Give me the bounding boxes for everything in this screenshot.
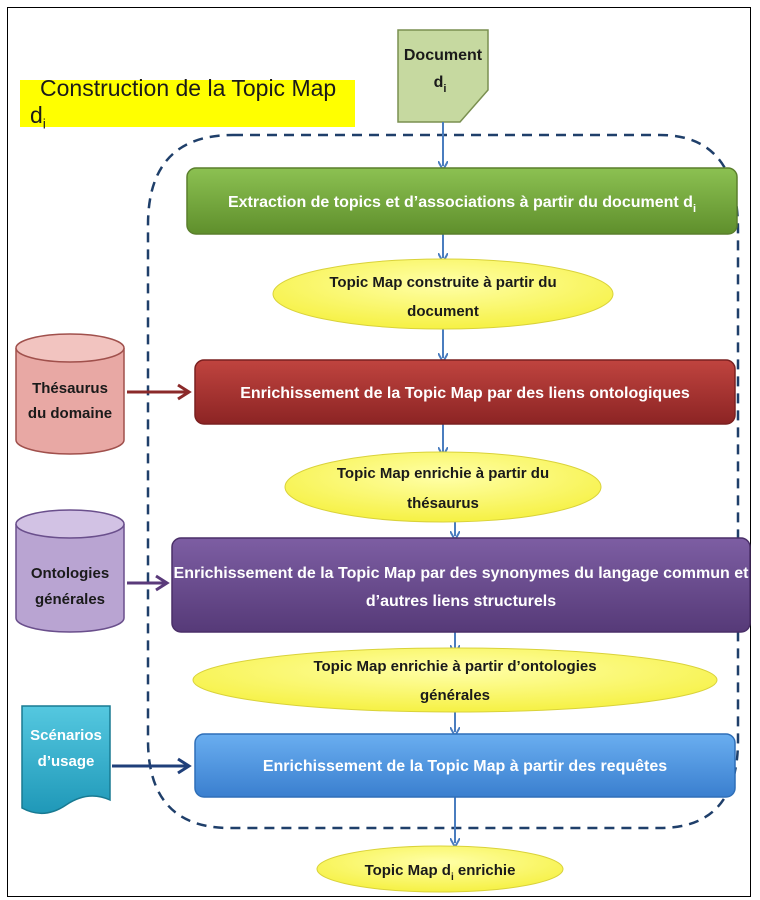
step-synonyms: Enrichissement de la Topic Map par des s… — [171, 537, 751, 633]
svg-text:Extraction de topics et d’asso: Extraction de topics et d’associations à… — [228, 194, 696, 215]
step-ontological-links: Enrichissement de la Topic Map par des l… — [194, 359, 736, 425]
result-ontologies-line1: Topic Map enrichie à partir d’ontologies — [313, 658, 596, 675]
document-label: Document — [404, 47, 483, 64]
result-final: Topic Map di enrichie — [316, 845, 564, 893]
step-synonyms-line1: Enrichissement de la Topic Map par des s… — [174, 565, 750, 582]
source-ontologies: Ontologies générales — [15, 509, 125, 633]
svg-text:Topic Map di enrichie: Topic Map di enrichie — [365, 862, 516, 883]
source-thesaurus-line2: du domaine — [28, 405, 112, 422]
source-ontologies-line1: Ontologies — [31, 565, 109, 582]
document-node: Document di — [397, 29, 489, 123]
figure-frame — [7, 7, 751, 897]
step-extraction: Extraction de topics et d’associations à… — [186, 167, 738, 235]
result-thesaurus-line2: thésaurus — [407, 495, 479, 512]
result-final-text: Topic Map d — [365, 862, 451, 879]
title-text: Construction de la Topic Map d — [30, 75, 337, 129]
result-final-text-b: enrichie — [454, 862, 516, 879]
document-sub: i — [443, 83, 446, 95]
result-thesaurus-line1: Topic Map enrichie à partir du — [337, 465, 549, 482]
title-subscript: i — [42, 115, 46, 132]
diagram-title: Construction de la Topic Map di — [20, 75, 355, 132]
step-extraction-sub: i — [693, 203, 696, 215]
result-final-sub: i — [451, 872, 454, 883]
step-synonyms-line2: d’autres liens structurels — [366, 593, 556, 610]
source-scenarios: Scénarios d’usage — [21, 705, 111, 814]
result-constructed: Topic Map construite à partir du documen… — [272, 258, 614, 330]
step-extraction-label: Extraction de topics et d’associations à… — [228, 194, 693, 211]
source-ontologies-line2: générales — [35, 591, 105, 608]
step-ontological-label: Enrichissement de la Topic Map par des l… — [240, 385, 690, 402]
result-ontologies: Topic Map enrichie à partir d’ontologies… — [192, 647, 718, 713]
source-scenarios-line1: Scénarios — [30, 727, 102, 744]
result-thesaurus: Topic Map enrichie à partir du thésaurus — [284, 451, 602, 523]
svg-text:di: di — [434, 74, 447, 95]
source-thesaurus: Thésaurus du domaine — [15, 333, 125, 455]
step-queries-label: Enrichissement de la Topic Map à partir … — [263, 758, 667, 775]
source-scenarios-line2: d’usage — [38, 753, 95, 770]
result-constructed-line1: Topic Map construite à partir du — [329, 274, 556, 291]
result-ontologies-line2: générales — [420, 687, 490, 704]
result-constructed-line2: document — [407, 303, 479, 320]
document-d: d — [434, 74, 444, 91]
step-queries: Enrichissement de la Topic Map à partir … — [194, 733, 736, 798]
source-thesaurus-line1: Thésaurus — [32, 380, 108, 397]
